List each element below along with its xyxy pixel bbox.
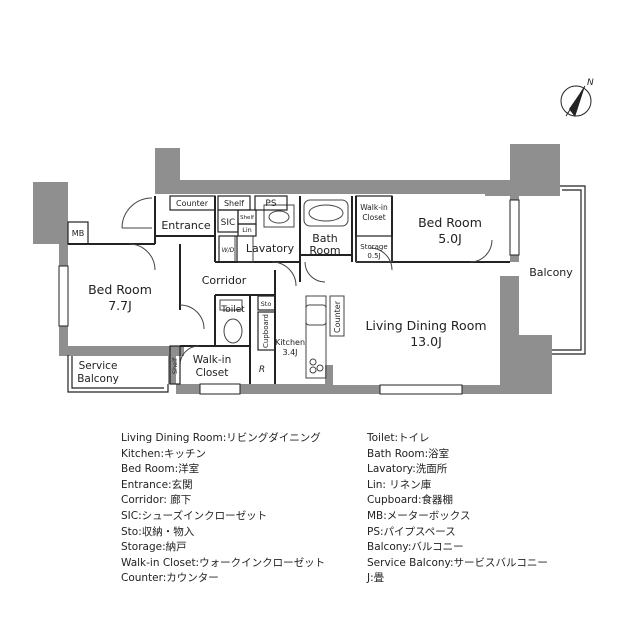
bed-room-right-label: Bed Room — [418, 215, 482, 230]
north-label: N — [587, 78, 594, 88]
legend-item: Balcony:バルコニー — [367, 541, 464, 554]
shelf-small-label: Shelf — [240, 215, 255, 221]
ps-label: PS — [265, 199, 276, 209]
legend-item: Walk-in Closet:ウォークインクローゼット — [121, 556, 326, 569]
bed-room-left-label: Bed Room — [88, 282, 152, 297]
legend-item: Corridor: 廊下 — [121, 494, 192, 507]
shelf-left-label: Shelf — [171, 357, 179, 374]
legend-item: Sto:収納・物入 — [121, 525, 195, 538]
legend-item: SIC:シューズインクローゼット — [121, 509, 268, 522]
bed-room-right-size: 5.0J — [438, 231, 462, 246]
cupboard-label: Cupboard — [262, 314, 270, 348]
legend-item: Lin: リネン庫 — [367, 478, 432, 491]
legend-item: Counter:カウンター — [121, 572, 219, 585]
balcony-label: Balcony — [529, 266, 573, 279]
lavatory-label: Lavatory — [246, 242, 295, 255]
walkin-closet-left-line2: Closet — [196, 367, 229, 379]
sic-label: SIC — [221, 218, 236, 228]
legend-item: PS:パイプスペース — [367, 525, 456, 538]
corridor-label: Corridor — [202, 274, 247, 287]
kitchen-label: Kitchen — [275, 338, 305, 347]
room-labels: Living Dining Room 13.0J Bed Room 7.7J B… — [72, 199, 573, 385]
counter-side-label: Counter — [333, 300, 342, 333]
walkin-closet-top-line1: Walk-in — [360, 203, 388, 212]
legend-item: Entrance:玄関 — [121, 478, 193, 491]
living-dining-room-size: 13.0J — [410, 334, 442, 349]
compartment-boxes — [67, 195, 393, 385]
legend-item: Service Balcony:サービスバルコニー — [367, 556, 548, 569]
shelf-top-label: Shelf — [224, 199, 244, 208]
legend-item: Storage:納戸 — [121, 541, 187, 554]
counter-top-label: Counter — [176, 199, 209, 208]
legend-item: MB:メーターボックス — [367, 509, 471, 522]
bed-room-left-size: 7.7J — [108, 298, 132, 313]
legend-item: Toilet:トイレ — [367, 432, 430, 444]
legend-item: Lavatory:洗面所 — [367, 463, 448, 476]
fixtures — [219, 199, 393, 379]
lin-label: Lin — [242, 226, 252, 234]
mb-label: MB — [72, 229, 84, 238]
legend-item: Bed Room:洋室 — [121, 463, 200, 476]
service-balcony-line2: Balcony — [77, 373, 119, 385]
refrigerator-mark: R — [259, 365, 265, 375]
legend-left-column: Living Dining Room:リビングダイニング Kitchen:キッチ… — [121, 431, 325, 587]
exterior-walls — [33, 144, 560, 394]
storage-size: 0.5J — [367, 252, 380, 260]
legend-item: J:畳 — [367, 572, 385, 585]
legend-item: Cupboard:食器棚 — [367, 494, 454, 507]
living-dining-room-label: Living Dining Room — [365, 318, 486, 333]
legend-item: Kitchen:キッチン — [121, 447, 206, 460]
north-compass-icon: N — [560, 78, 594, 117]
wd-label: W/D — [222, 247, 235, 254]
service-balcony-rail — [67, 355, 169, 393]
legend-item: Bath Room:浴室 — [367, 447, 450, 460]
bath-room-label-line1: Bath — [312, 232, 338, 245]
walkin-closet-left-line1: Walk-in — [193, 354, 232, 366]
door-swings — [121, 197, 493, 366]
toilet-label: Toilet — [220, 305, 245, 315]
storage-label: Storage — [360, 243, 387, 251]
balcony-rail — [552, 185, 586, 355]
service-balcony-line1: Service — [79, 360, 118, 372]
legend-item: Living Dining Room:リビングダイニング — [121, 432, 321, 444]
bath-room-label-line2: Room — [309, 244, 340, 257]
kitchen-size: 3.4J — [282, 348, 297, 357]
walkin-closet-top-line2: Closet — [362, 213, 385, 222]
sto-label: Sto — [261, 300, 272, 308]
windows — [58, 199, 520, 395]
entrance-label: Entrance — [161, 219, 211, 232]
legend-right-column: Toilet:トイレ Bath Room:浴室 Lavatory:洗面所 Lin… — [367, 431, 548, 587]
